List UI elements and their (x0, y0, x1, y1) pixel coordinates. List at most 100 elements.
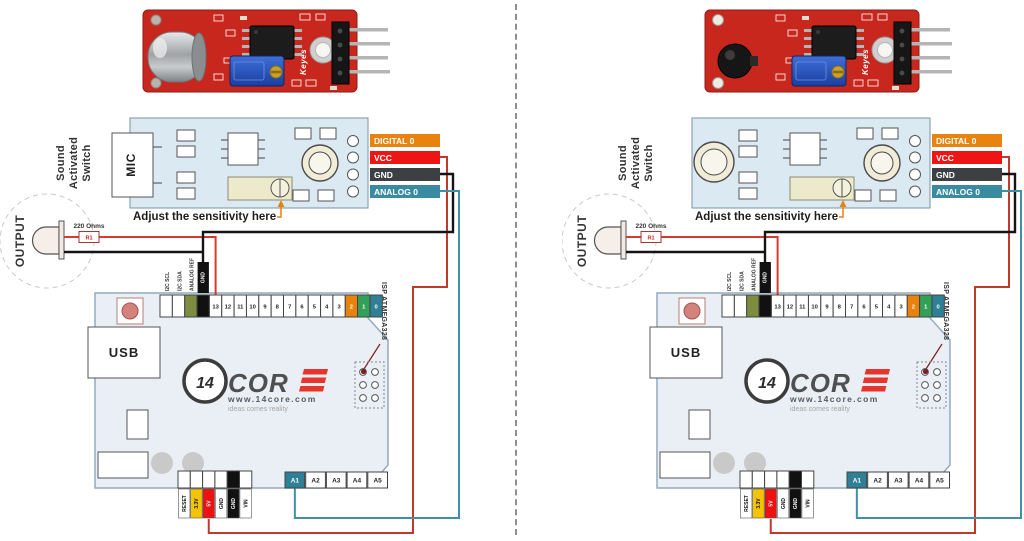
sound-sensor-photo: Keyes (704, 9, 952, 93)
pin-bar-analog (932, 185, 1002, 198)
isp-label: ISP ATMEGA328 (380, 282, 387, 340)
wire-resistor-pin13 (661, 236, 779, 296)
trimpot-photo (229, 55, 285, 87)
module-pin-holes (909, 135, 921, 198)
power-tag-gnd2 (227, 488, 240, 519)
pin-bar-label: DIGITAL 0 (936, 136, 977, 146)
core-logo: 14 COR www.14core.com ideas comes realit… (182, 358, 328, 413)
resistor-ref: R1 (647, 236, 654, 242)
power-header: RESET 3.3V 5V GND GND VIN (739, 470, 815, 519)
power-tag-gnd (215, 488, 228, 519)
power-tag-reset (178, 488, 191, 519)
led-body (31, 226, 60, 255)
board-components (97, 409, 204, 479)
pin-bar-label: DIGITAL 0 (374, 136, 415, 146)
power-pin-label: RESET (182, 495, 188, 512)
mic-component: MIC (111, 132, 162, 198)
power-tag-3v3 (190, 488, 203, 519)
module-title-line: Activated (630, 137, 642, 189)
adjust-arrow (839, 200, 847, 218)
usb-label: USB (109, 345, 139, 360)
module-title-line: Switch (81, 144, 93, 181)
panel-divider (515, 4, 517, 535)
wires (64, 156, 460, 534)
digital-pin-label: 5 (875, 305, 879, 311)
pin-bar-label: GND (374, 170, 393, 180)
usb-port: USB (649, 326, 723, 379)
digital-pin-label: 10 (811, 305, 817, 311)
brand-label: Keyes (299, 49, 308, 75)
top-pin-label: I2C SCL (165, 272, 171, 291)
pin-bar-label: VCC (374, 153, 392, 163)
pin-bar-label: ANALOG 0 (936, 187, 980, 197)
power-pin-label: GND (231, 498, 237, 510)
mount-holes (150, 14, 162, 89)
power-pin-label: GND (793, 498, 799, 510)
module-ic (783, 132, 827, 166)
gnd-tag-label: GND (763, 272, 769, 284)
power-pin-label: VIN (805, 499, 811, 508)
digital-pin-label: 9 (825, 305, 829, 311)
power-pin-label: GND (781, 498, 787, 510)
module-passives (176, 127, 337, 202)
adjust-note: Adjust the sensitivity here (133, 211, 276, 223)
logo-e-bars (299, 369, 328, 392)
power-pin-label: 3.3V (756, 498, 762, 509)
power-led (678, 297, 706, 325)
digital-header: I2C SCL I2C SDA ANALOG REF GND 13 12 11 … (159, 258, 383, 318)
output-led-group: OUTPUT (561, 193, 657, 289)
analog-pin-label: A1 (853, 478, 862, 485)
top-pin-label: ANALOG REF (752, 258, 758, 291)
digital-pin-label: 2 (912, 305, 915, 311)
digital-pin-0 (369, 294, 383, 318)
module-passives (738, 127, 899, 202)
power-pin-label: 5V (207, 500, 213, 507)
module-ring (301, 144, 339, 182)
resistor-value: 220 Ohms (635, 223, 666, 230)
logo-number: 14 (758, 375, 776, 392)
digital-pin-label: 5 (313, 305, 317, 311)
digital-pin-label: 6 (300, 305, 304, 311)
power-pin-label: RESET (744, 495, 750, 512)
digital-pin-label: 3 (899, 305, 903, 311)
mic-label: MIC (124, 153, 138, 177)
module-pin-bars: DIGITAL 0 VCC GND ANALOG 0 (370, 134, 440, 198)
power-pin-label: GND (219, 498, 225, 510)
gnd-tag-label: GND (201, 272, 207, 284)
resistor-value: 220 Ohms (73, 223, 104, 230)
pin-bar-label: ANALOG 0 (374, 187, 418, 197)
pin-bar-label: VCC (936, 153, 954, 163)
analog-header: A1 A2 A3 A4 A5 (846, 471, 950, 489)
adjust-note: Adjust the sensitivity here (695, 211, 838, 223)
top-pin-label: I2C SDA (178, 271, 184, 291)
power-led (116, 297, 144, 325)
isp-header: ISP ATMEGA328 (354, 282, 387, 409)
trimpot-photo (791, 55, 847, 87)
logo-text: COR (790, 368, 851, 398)
wire-analog-a1 (293, 190, 460, 519)
logo-number: 14 (196, 375, 214, 392)
analog-ref-pin (746, 294, 760, 318)
brand-label: Keyes (861, 49, 870, 75)
power-tag-5v (764, 488, 777, 519)
digital-pin-label: 7 (288, 305, 291, 311)
digital-pin-label: 4 (887, 305, 891, 311)
digital-pin-label: 6 (862, 305, 866, 311)
digital-pin-label: 12 (787, 305, 793, 311)
pin-bar-label: GND (936, 170, 955, 180)
isp-pointer-dot (922, 368, 929, 375)
digital-pin-label: 10 (249, 305, 255, 311)
mount-ring-photo (871, 36, 899, 64)
module-ic (221, 132, 265, 166)
module-trimpot (789, 176, 855, 201)
power-pin-label: 3.3V (194, 498, 200, 509)
module-title-line: Sound (55, 145, 67, 181)
resistor-ref: R1 (85, 236, 92, 242)
ic-chip-photo (242, 25, 302, 60)
power-tag-reset (740, 488, 753, 519)
module-title-line: Sound (617, 145, 629, 181)
led-body (593, 226, 622, 255)
digital-pin-label: 1 (362, 305, 366, 311)
wire-gnd (201, 172, 455, 263)
digital-pin-label: 8 (276, 305, 280, 311)
